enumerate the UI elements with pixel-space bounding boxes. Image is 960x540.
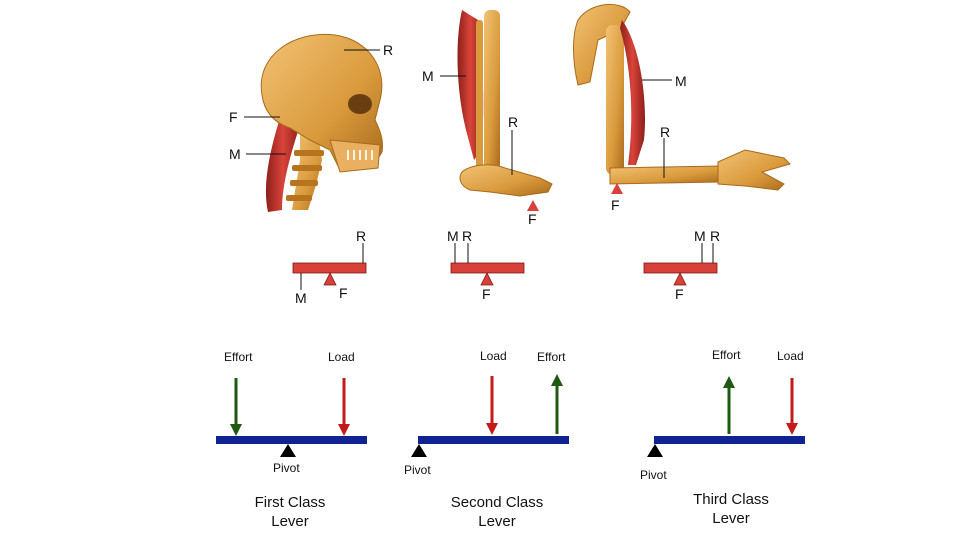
first-pivot-label: Pivot <box>273 461 300 475</box>
third-load-label: Load <box>777 349 804 363</box>
forearm-bones <box>609 165 721 185</box>
first-effort-label: Effort <box>224 350 253 364</box>
mini-second-label-f: F <box>482 286 491 302</box>
third-title-line1: Third Class <box>693 491 769 508</box>
mini-third-label-f: F <box>675 286 684 302</box>
arm-illustration: M R F <box>573 3 791 213</box>
mini-lever-first: R M F <box>292 228 367 306</box>
mini-lever-second: M R F <box>447 228 525 302</box>
mini-first-label-r: R <box>356 228 366 244</box>
hand-bones <box>717 149 791 191</box>
foot-illustration: M R F <box>422 10 553 227</box>
skull-label-m: M <box>229 146 241 162</box>
second-class-lever: Load Effort Pivot Second Class Lever <box>404 349 569 530</box>
mini-beam <box>292 262 367 274</box>
second-effort-label: Effort <box>537 350 566 364</box>
mini-lever-third: M R F <box>643 228 720 302</box>
skull-cranium <box>260 33 383 171</box>
foot-label-f: F <box>528 211 537 227</box>
tibia <box>484 10 500 170</box>
mini-fulcrum <box>480 272 494 286</box>
foot-label-r: R <box>508 114 518 130</box>
mini-first-label-m: M <box>295 290 307 306</box>
third-pivot-label: Pivot <box>640 468 667 482</box>
arm-label-m: M <box>675 73 687 89</box>
foot-label-m: M <box>422 68 434 84</box>
second-title-line2: Lever <box>478 513 516 530</box>
arm-label-f: F <box>611 197 620 213</box>
mini-second-label-m: M <box>447 228 459 244</box>
first-title-line2: Lever <box>271 513 309 530</box>
third-title-line2: Lever <box>712 510 750 527</box>
mini-second-label-r: R <box>462 228 472 244</box>
second-pivot-icon <box>411 444 427 457</box>
mini-third-label-m: M <box>694 228 706 244</box>
second-load-label: Load <box>480 349 507 363</box>
mini-beam <box>450 262 525 274</box>
mini-beam <box>643 262 718 274</box>
first-title-line1: First Class <box>255 494 326 511</box>
humerus <box>606 25 624 175</box>
mini-fulcrum <box>323 272 337 286</box>
eye-socket <box>348 94 372 114</box>
skull-label-r: R <box>383 42 393 58</box>
second-pivot-label: Pivot <box>404 463 431 477</box>
second-title-line1: Second Class <box>451 494 544 511</box>
third-pivot-icon <box>647 444 663 457</box>
first-beam <box>216 436 367 444</box>
third-beam <box>654 436 805 444</box>
third-effort-label: Effort <box>712 348 741 362</box>
biceps-muscle <box>620 20 646 165</box>
third-class-lever: Effort Load Pivot Third Class Lever <box>640 348 805 527</box>
fibula <box>476 20 483 170</box>
first-pivot-icon <box>280 444 296 457</box>
arm-label-r: R <box>660 124 670 140</box>
mini-third-label-r: R <box>710 228 720 244</box>
foot-bones <box>459 164 553 197</box>
second-beam <box>418 436 569 444</box>
skull-label-f: F <box>229 109 238 125</box>
mini-fulcrum <box>673 272 687 286</box>
first-class-lever: Effort Load Pivot First Class Lever <box>216 350 367 530</box>
foot-fulcrum <box>527 200 539 211</box>
shoulder-bone <box>573 3 631 86</box>
first-load-label: Load <box>328 350 355 364</box>
mini-first-label-f: F <box>339 285 348 301</box>
arm-fulcrum <box>611 183 623 194</box>
neck-muscle <box>265 118 300 212</box>
skull-illustration: R F M <box>229 33 393 212</box>
